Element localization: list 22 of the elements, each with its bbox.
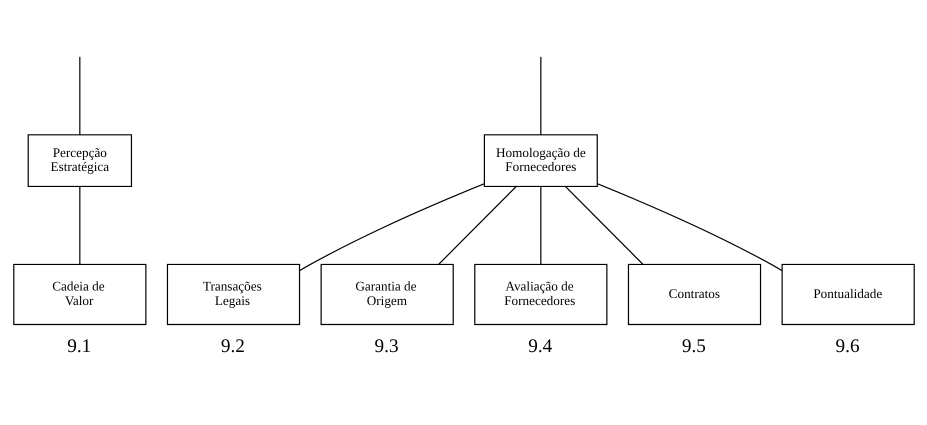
node-box: Contratos [627,263,761,325]
connector [298,182,484,271]
node-box: Avaliação de Fornecedores [474,263,607,325]
node-label: 9.1 [66,335,91,356]
node-label: 9.5 [681,335,706,356]
node-label: 9.4 [528,335,552,356]
node-box: Percepção Estratégica [27,134,132,187]
node-label: 9.6 [835,335,860,356]
connector [540,56,541,134]
connector [596,182,782,271]
connector [564,186,643,264]
connector [438,186,516,264]
node-box: Homologação de Fornecedores [483,134,598,187]
node-box: Garantia de Origem [320,263,454,325]
node-label: 9.3 [374,335,398,356]
node-box: Transações Legais [166,263,300,325]
node-label: 9.2 [220,335,244,356]
connector [78,56,80,134]
node-box: Pontualidade [781,263,914,325]
connector [540,186,541,264]
connector [78,186,80,264]
node-box: Cadeia de Valor [12,263,146,325]
